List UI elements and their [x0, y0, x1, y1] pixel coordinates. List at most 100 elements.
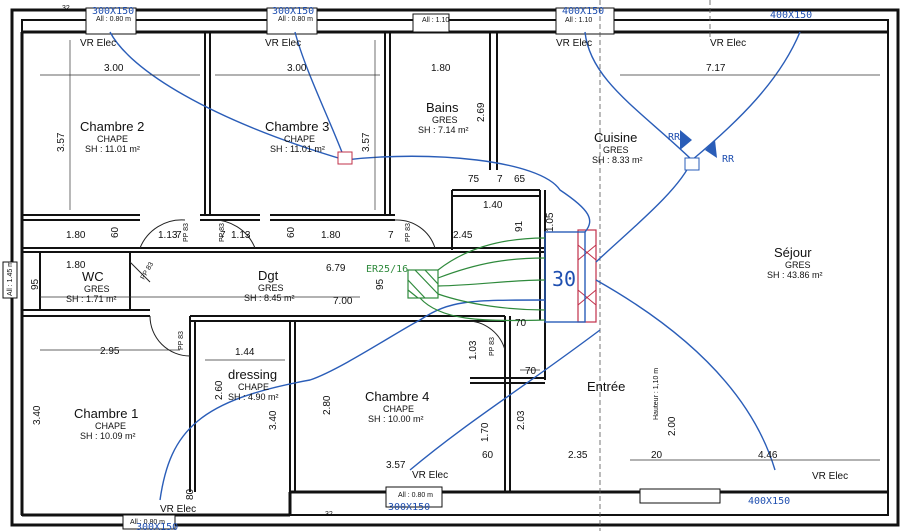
- dim-245: 2.45: [453, 230, 473, 241]
- room-chambre3-name: Chambre 3: [265, 119, 329, 134]
- vr-label-4: VR Elec: [710, 38, 746, 49]
- room-chambre2-floor: CHAPE: [97, 134, 128, 144]
- dim-180a: 1.80: [66, 230, 86, 241]
- room-chambre1-floor: CHAPE: [95, 421, 126, 431]
- dim-95a: 95: [30, 278, 41, 290]
- dim-300b: 3.00: [287, 63, 307, 74]
- hauteur-label: Hauteur : 1,10 m: [653, 368, 660, 420]
- door-pp83-2: PP 83: [219, 223, 226, 242]
- dim-70b: 70: [525, 366, 537, 377]
- room-dgt-area: SH : 8.45 m²: [244, 293, 295, 303]
- dim-180c: 1.80: [66, 260, 86, 271]
- room-sejour-name: Séjour: [774, 245, 812, 260]
- vr-label-1: VR Elec: [80, 38, 116, 49]
- dim-60c: 60: [482, 450, 494, 461]
- hand-rr-1: RR: [668, 132, 681, 143]
- room-sejour-floor: GRES: [785, 260, 811, 270]
- door-pp83-3: PP 83: [405, 223, 412, 242]
- dim-7c: 7: [388, 230, 394, 241]
- window-label-6: All : 0.80 m: [398, 492, 433, 499]
- dim-180b: 1.80: [321, 230, 341, 241]
- room-dressing-floor: CHAPE: [238, 382, 269, 392]
- dim-170: 1.70: [480, 422, 491, 442]
- room-dgt-floor: GRES: [258, 283, 284, 293]
- dim-113b: 1.13: [231, 230, 251, 241]
- room-entree-name: Entrée: [587, 379, 625, 394]
- dim-300a: 3.00: [104, 63, 124, 74]
- vr-label-7: VR Elec: [812, 471, 848, 482]
- dim-357c: 3.57: [386, 460, 406, 471]
- dim-65: 65: [514, 174, 526, 185]
- vr-label-3: VR Elec: [556, 38, 592, 49]
- dim-235: 2.35: [568, 450, 588, 461]
- window-label-2: All : 0.80 m: [278, 16, 313, 23]
- dim-7b: 7: [220, 230, 226, 241]
- hand-vent-2: 300X150: [272, 6, 314, 17]
- room-bains-name: Bains: [426, 100, 459, 115]
- dim-75: 75: [468, 174, 480, 185]
- dim-200: 2.00: [667, 416, 678, 436]
- vr-label-6: VR Elec: [412, 470, 448, 481]
- room-dgt-name: Dgt: [258, 268, 279, 283]
- dim-340a: 3.40: [32, 405, 43, 425]
- room-dressing-area: SH : 4.90 m²: [228, 392, 279, 402]
- dim-446: 4.46: [758, 450, 778, 461]
- room-bains-floor: GRES: [432, 115, 458, 125]
- room-cuisine-name: Cuisine: [594, 130, 637, 145]
- room-wc-floor: GRES: [84, 284, 110, 294]
- dim-95b: 95: [375, 278, 386, 290]
- dim-60b: 60: [286, 226, 297, 238]
- window-label-1: All : 0.80 m: [96, 16, 131, 23]
- dim-357a: 3.57: [56, 132, 67, 152]
- room-chambre2-name: Chambre 2: [80, 119, 144, 134]
- dim-295: 2.95: [100, 346, 120, 357]
- hand-vent-6: 400X150: [748, 496, 790, 507]
- hand-er: ER25/16: [366, 264, 408, 275]
- dim-203: 2.03: [516, 410, 527, 430]
- dim-260: 2.60: [214, 380, 225, 400]
- room-bains-area: SH : 7.14 m²: [418, 125, 469, 135]
- dim-32b: 32: [325, 511, 333, 518]
- dim-70a: 70: [515, 318, 527, 329]
- dim-105: 1.05: [545, 212, 556, 232]
- dim-679: 6.79: [326, 263, 346, 274]
- dim-144: 1.44: [235, 347, 255, 358]
- window-label-3: All : 1.10: [422, 17, 449, 24]
- dim-113a: 1.13: [158, 230, 178, 241]
- dim-80: 80: [185, 488, 196, 500]
- dim-7: 7: [497, 174, 503, 185]
- dim-20: 20: [651, 450, 663, 461]
- interior-walls: [22, 32, 546, 492]
- door-pp83-5: PP 83: [489, 337, 496, 356]
- dim-717: 7.17: [706, 63, 726, 74]
- hand-vent-5: 300X150: [136, 522, 178, 531]
- outer-walls: [2, 7, 900, 530]
- dim-7a: 7: [176, 230, 182, 241]
- window-label-4: All : 1.10: [565, 17, 592, 24]
- door-swings: [129, 219, 506, 357]
- dim-60a: 60: [110, 226, 121, 238]
- room-chambre1-name: Chambre 1: [74, 406, 138, 421]
- hand-vent-1: 300X150: [92, 6, 134, 17]
- vr-label-5: VR Elec: [160, 504, 196, 515]
- hand-vent-4: 400X150: [770, 10, 812, 21]
- room-sejour-area: SH : 43.86 m²: [767, 270, 823, 280]
- vmc-unit: [407, 229, 597, 323]
- door-pp83-6: PP 83: [140, 261, 156, 281]
- room-chambre2-area: SH : 11.01 m²: [85, 144, 140, 154]
- vr-label-2: VR Elec: [265, 38, 301, 49]
- door-pp83-1: PP 83: [183, 223, 190, 242]
- dim-180top: 1.80: [431, 63, 451, 74]
- room-dressing-name: dressing: [228, 367, 277, 382]
- window-label-5: All : 0.80 m: [130, 519, 165, 526]
- dim-91: 91: [514, 220, 525, 232]
- ducts: [109, 31, 801, 501]
- room-cuisine-area: SH : 8.33 m²: [592, 155, 643, 165]
- axis-lines: [599, 0, 711, 531]
- hand-unit-30: 30: [552, 267, 576, 291]
- room-chambre1-area: SH : 10.09 m²: [80, 431, 136, 441]
- room-chambre4-area: SH : 10.00 m²: [368, 414, 424, 424]
- window-label-side: All : 1.45 m: [7, 261, 14, 296]
- hand-vent-3: 400X150: [562, 6, 604, 17]
